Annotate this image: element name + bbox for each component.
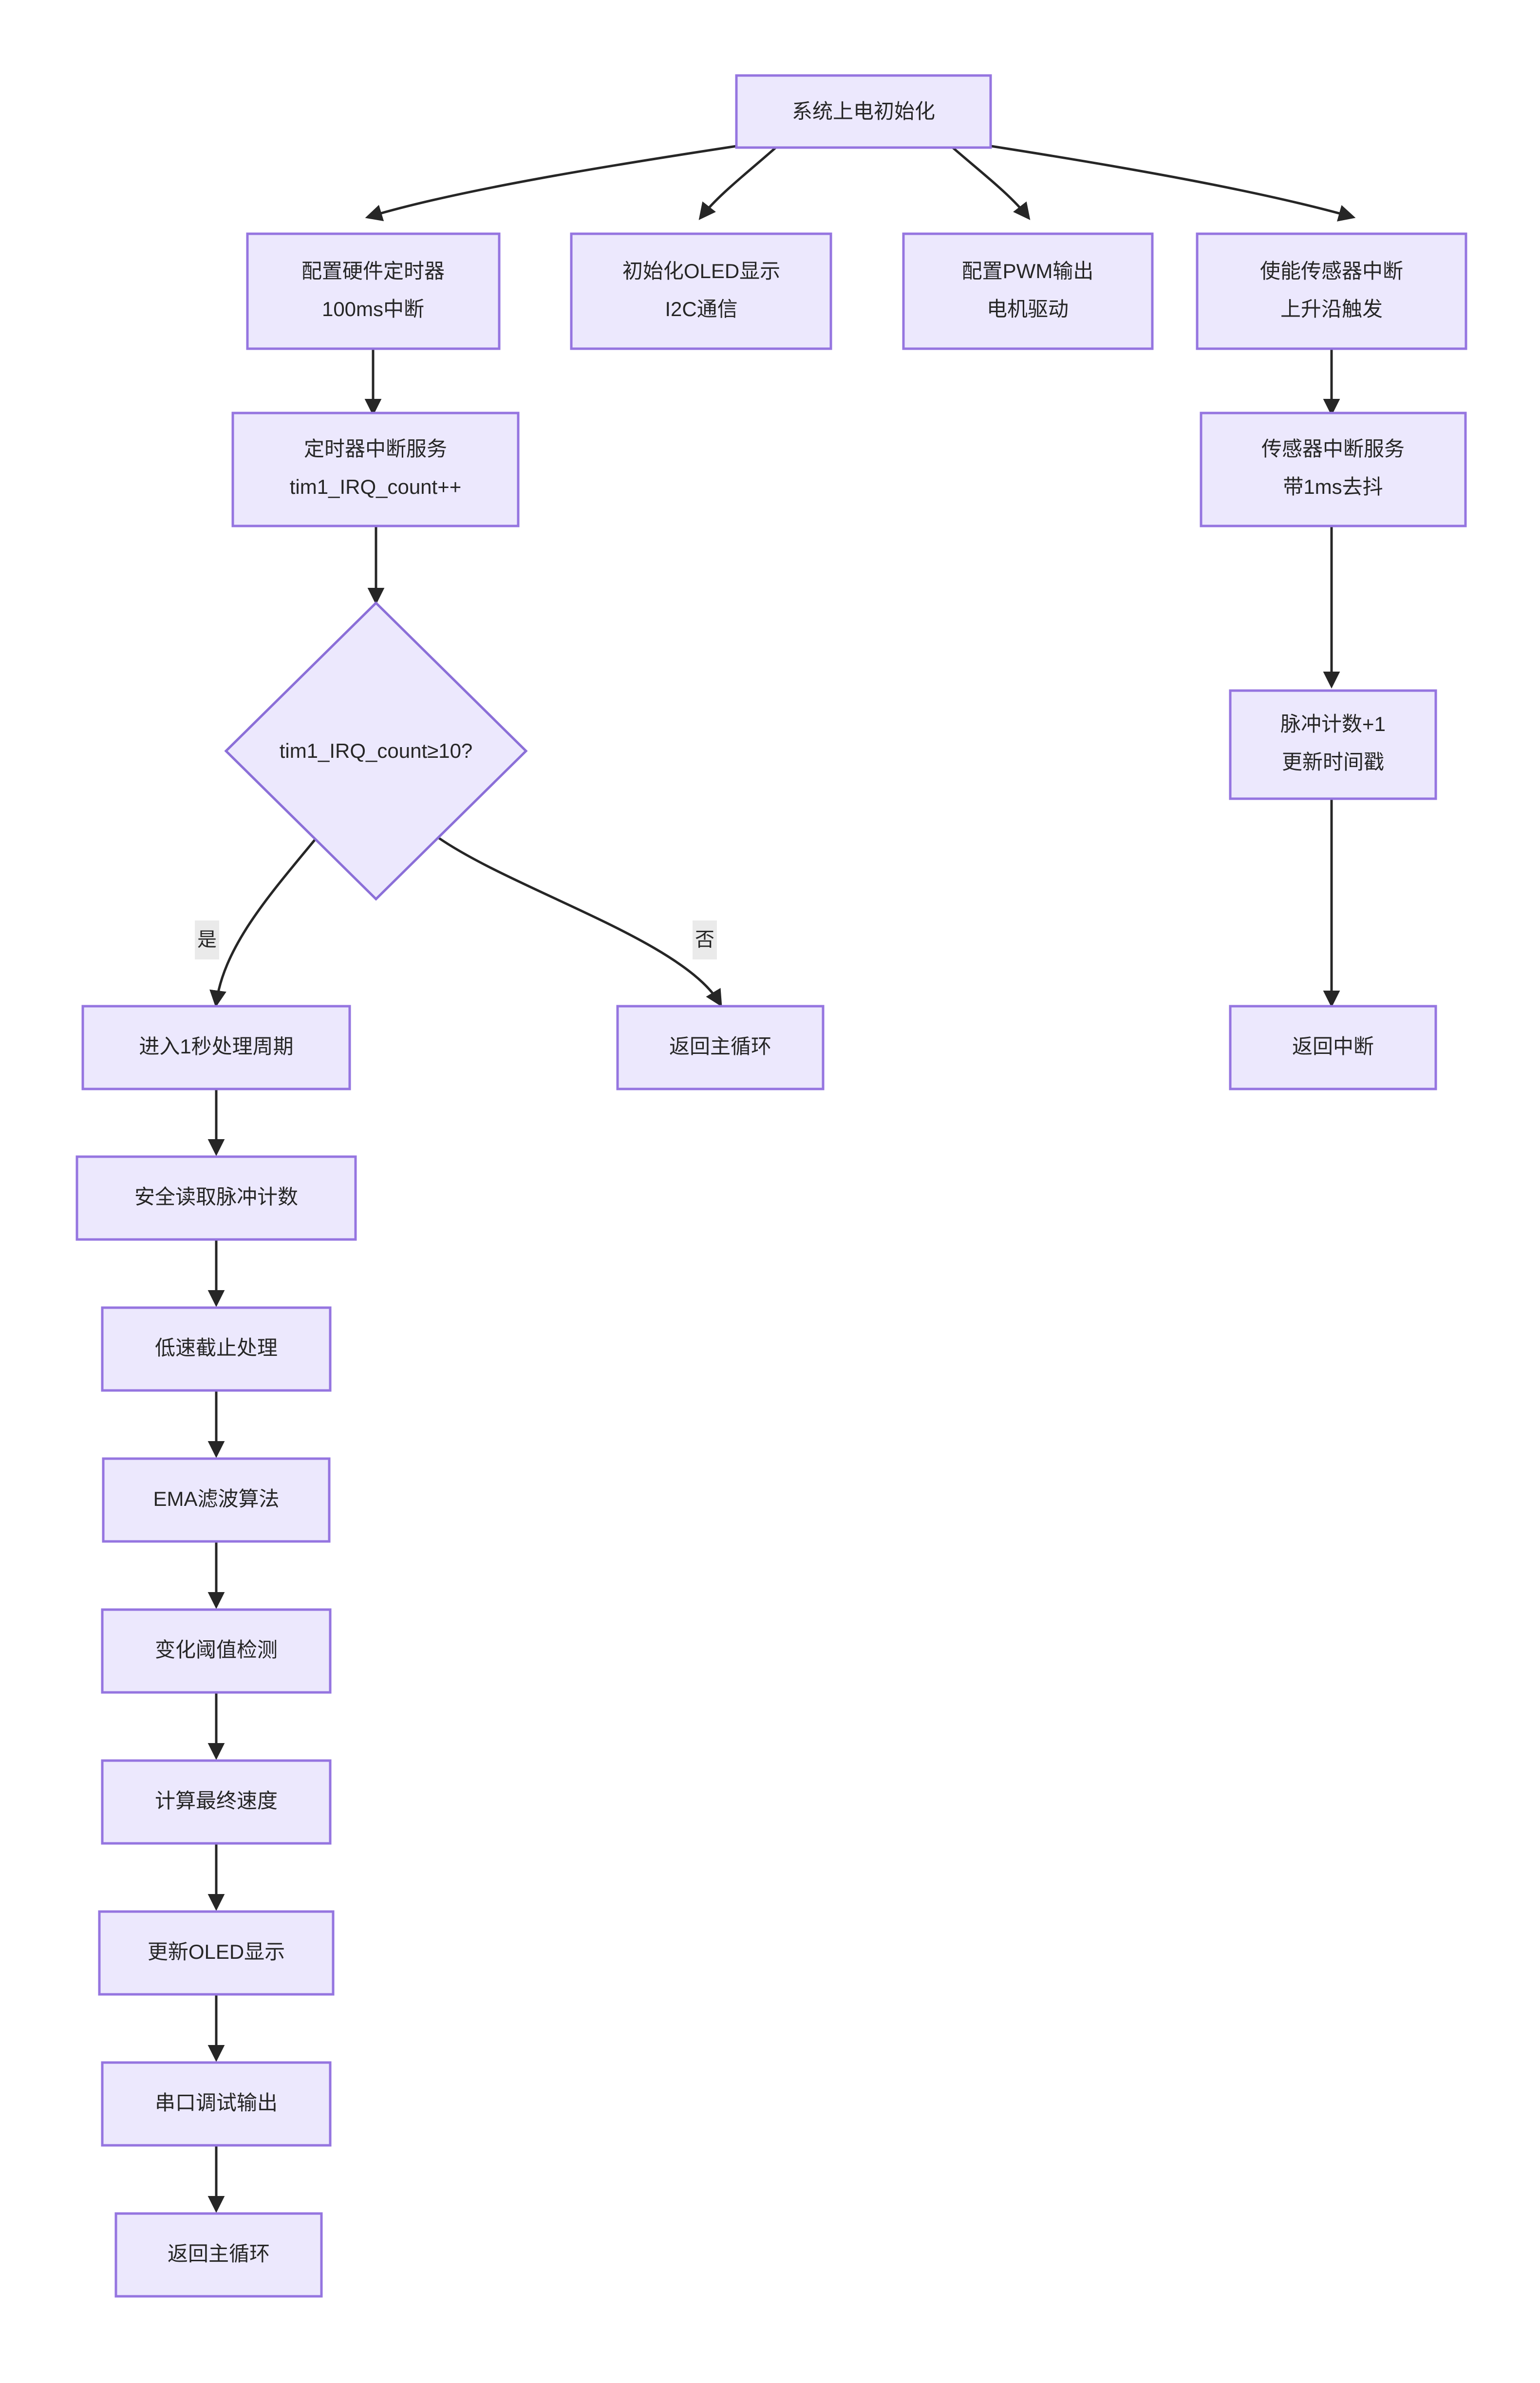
- node-init-oled-display-line2: I2C通信: [665, 298, 737, 320]
- node-safe-read-pulse-count-label: 安全读取脉冲计数: [134, 1185, 298, 1208]
- no-label-background: [693, 920, 717, 959]
- node-low-speed-cutoff-label: 低速截止处理: [155, 1336, 278, 1359]
- node-decision-irq-count[interactable]: tim1_IRQ_count≥10?: [224, 601, 528, 901]
- node-init-oled-display-line1: 初始化OLED显示: [622, 260, 780, 282]
- edge-label-group: 是 否: [195, 920, 717, 959]
- node-config-hardware-timer-line1: 配置硬件定时器: [301, 260, 445, 282]
- node-calculate-final-speed-label: 计算最终速度: [155, 1789, 278, 1812]
- node-sensor-interrupt-service-line1: 传感器中断服务: [1261, 437, 1405, 460]
- node-pulse-count-increment-line2: 更新时间戳: [1282, 751, 1384, 773]
- node-return-main-loop-end-label: 返回主循环: [168, 2242, 270, 2265]
- node-calculate-final-speed[interactable]: 计算最终速度: [101, 1759, 332, 1845]
- node-config-hardware-timer-line2: 100ms中断: [322, 298, 424, 320]
- node-enable-sensor-interrupt-line1: 使能传感器中断: [1260, 260, 1403, 282]
- edge-label-no: 否: [695, 929, 714, 951]
- node-sensor-interrupt-service-line2: 带1ms去抖: [1283, 475, 1383, 498]
- node-change-threshold-detect[interactable]: 变化阈值检测: [101, 1608, 332, 1694]
- edge-decision-no-to-ret-main: [437, 836, 722, 1007]
- edge-decision-yes-to-enter-1s: [209, 837, 318, 1008]
- node-timer-interrupt-service-line2: tim1_IRQ_count++: [290, 475, 462, 498]
- node-timer-interrupt-service-line1: 定时器中断服务: [304, 437, 447, 460]
- edge-label-yes: 是: [197, 929, 217, 951]
- node-config-pwm-output-line2: 电机驱动: [987, 298, 1069, 320]
- node-enable-sensor-interrupt[interactable]: 使能传感器中断 上升沿触发: [1196, 232, 1467, 350]
- node-return-main-loop-no-label: 返回主循环: [669, 1035, 771, 1058]
- node-start-label: 系统上电初始化: [792, 100, 935, 123]
- node-update-oled-display[interactable]: 更新OLED显示: [98, 1910, 335, 1996]
- node-enter-one-second-cycle-label: 进入1秒处理周期: [139, 1035, 293, 1058]
- node-pulse-count-increment-line1: 脉冲计数+1: [1280, 713, 1386, 735]
- node-enter-one-second-cycle[interactable]: 进入1秒处理周期: [81, 1005, 351, 1090]
- edge-start-to-init-oled: [698, 146, 777, 220]
- node-config-hardware-timer[interactable]: 配置硬件定时器 100ms中断: [246, 232, 501, 350]
- edge-start-to-cfg-pwm: [951, 146, 1031, 220]
- node-init-oled-display[interactable]: 初始化OLED显示 I2C通信: [570, 232, 832, 350]
- node-low-speed-cutoff[interactable]: 低速截止处理: [101, 1306, 332, 1392]
- yes-label-background: [195, 920, 219, 959]
- node-uart-debug-output-label: 串口调试输出: [155, 2091, 278, 2114]
- node-update-oled-display-label: 更新OLED显示: [148, 1940, 285, 1963]
- edge-group: [207, 145, 1356, 2213]
- node-timer-interrupt-service[interactable]: 定时器中断服务 tim1_IRQ_count++: [231, 412, 520, 527]
- node-uart-debug-output[interactable]: 串口调试输出: [101, 2061, 332, 2147]
- node-ema-filter-algorithm-label: EMA滤波算法: [153, 1487, 279, 1510]
- node-return-main-loop-end[interactable]: 返回主循环: [114, 2212, 323, 2298]
- edge-start-to-cfg-timer: [365, 145, 737, 222]
- node-ema-filter-algorithm[interactable]: EMA滤波算法: [102, 1457, 331, 1543]
- node-pulse-count-increment[interactable]: 脉冲计数+1 更新时间戳: [1229, 689, 1437, 800]
- node-return-main-loop-no[interactable]: 返回主循环: [616, 1005, 825, 1090]
- node-config-pwm-output[interactable]: 配置PWM输出 电机驱动: [902, 232, 1154, 350]
- node-safe-read-pulse-count[interactable]: 安全读取脉冲计数: [75, 1155, 357, 1241]
- node-return-interrupt[interactable]: 返回中断: [1229, 1005, 1437, 1090]
- node-config-pwm-output-line1: 配置PWM输出: [962, 260, 1094, 282]
- node-return-interrupt-label: 返回中断: [1292, 1035, 1374, 1058]
- node-start[interactable]: 系统上电初始化: [735, 74, 992, 149]
- node-change-threshold-detect-label: 变化阈值检测: [155, 1638, 278, 1661]
- edge-start-to-en-sensor: [991, 145, 1356, 222]
- node-group: 系统上电初始化 配置硬件定时器 100ms中断 初始化OLED显示 I2C通信 …: [75, 74, 1467, 2298]
- node-decision-irq-count-label: tim1_IRQ_count≥10?: [280, 739, 473, 762]
- node-sensor-interrupt-service[interactable]: 传感器中断服务 带1ms去抖: [1200, 412, 1467, 527]
- node-enable-sensor-interrupt-line2: 上升沿触发: [1280, 298, 1383, 320]
